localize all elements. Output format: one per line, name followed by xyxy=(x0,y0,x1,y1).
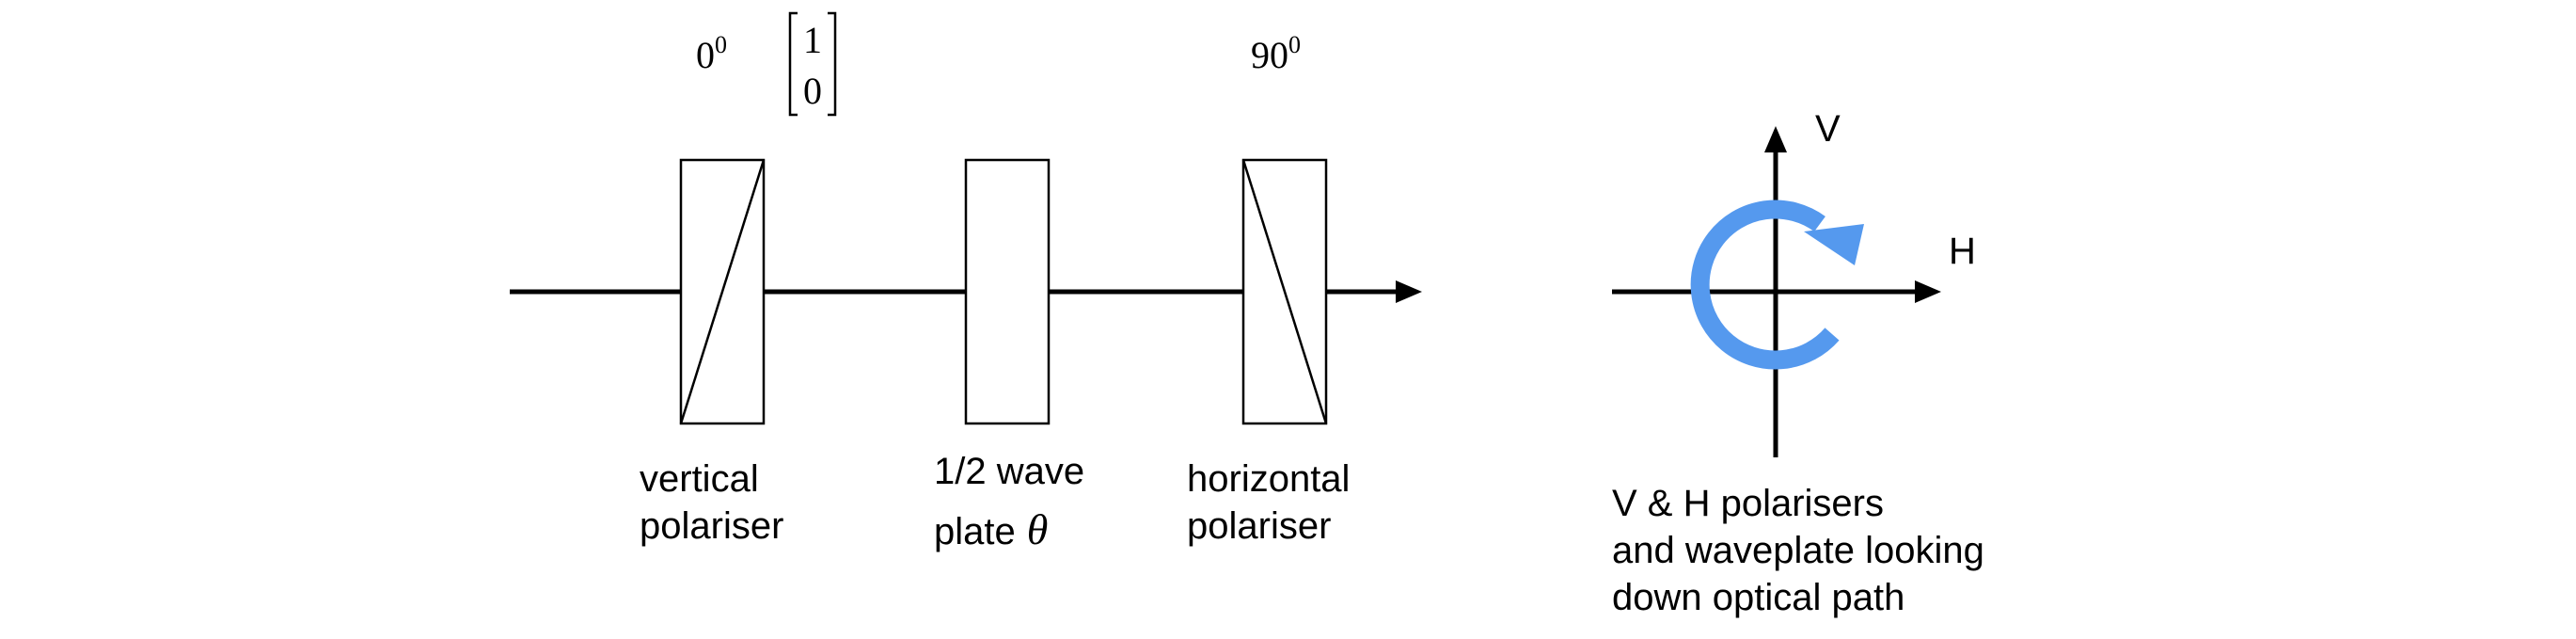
theta-symbol: θ xyxy=(1027,505,1049,553)
horizontal-polariser-label-line2: polariser xyxy=(1187,505,1331,547)
h-axis-arrowhead xyxy=(1915,280,1941,303)
axes-diagram: V H V & H polarisers and waveplate looki… xyxy=(1612,108,1984,618)
vertical-polariser xyxy=(679,158,766,425)
wave-plate-label-line1: 1/2 wave xyxy=(934,451,1084,492)
v-axis-label: V xyxy=(1815,108,1841,150)
jones-vector-top: 1 xyxy=(803,19,822,61)
rotation-arc xyxy=(1690,200,1840,370)
jones-vector: 1 0 xyxy=(788,11,837,117)
axes-caption-line3: down optical path xyxy=(1612,577,1904,618)
output-angle-label: 900 xyxy=(1251,31,1301,76)
optical-beam-arrowhead xyxy=(1396,280,1422,303)
horizontal-polariser-label-line1: horizontal xyxy=(1187,458,1350,500)
optical-path-diagram: 00 1 0 900 vertical polariser 1/2 wave p… xyxy=(510,11,1422,553)
axes-caption-line2: and waveplate looking xyxy=(1612,530,1984,571)
vertical-polariser-label-line2: polariser xyxy=(640,505,783,547)
rotation-arrowhead-icon xyxy=(1804,224,1864,265)
axes-caption-line1: V & H polarisers xyxy=(1612,483,1884,524)
horizontal-polariser xyxy=(1241,158,1328,425)
jones-vector-bottom: 0 xyxy=(803,70,822,112)
half-wave-plate xyxy=(964,158,1051,425)
h-axis-label: H xyxy=(1949,231,1976,272)
v-axis-arrowhead xyxy=(1764,126,1787,152)
vertical-polariser-label-line1: vertical xyxy=(640,458,759,500)
input-angle-label: 00 xyxy=(696,31,727,76)
